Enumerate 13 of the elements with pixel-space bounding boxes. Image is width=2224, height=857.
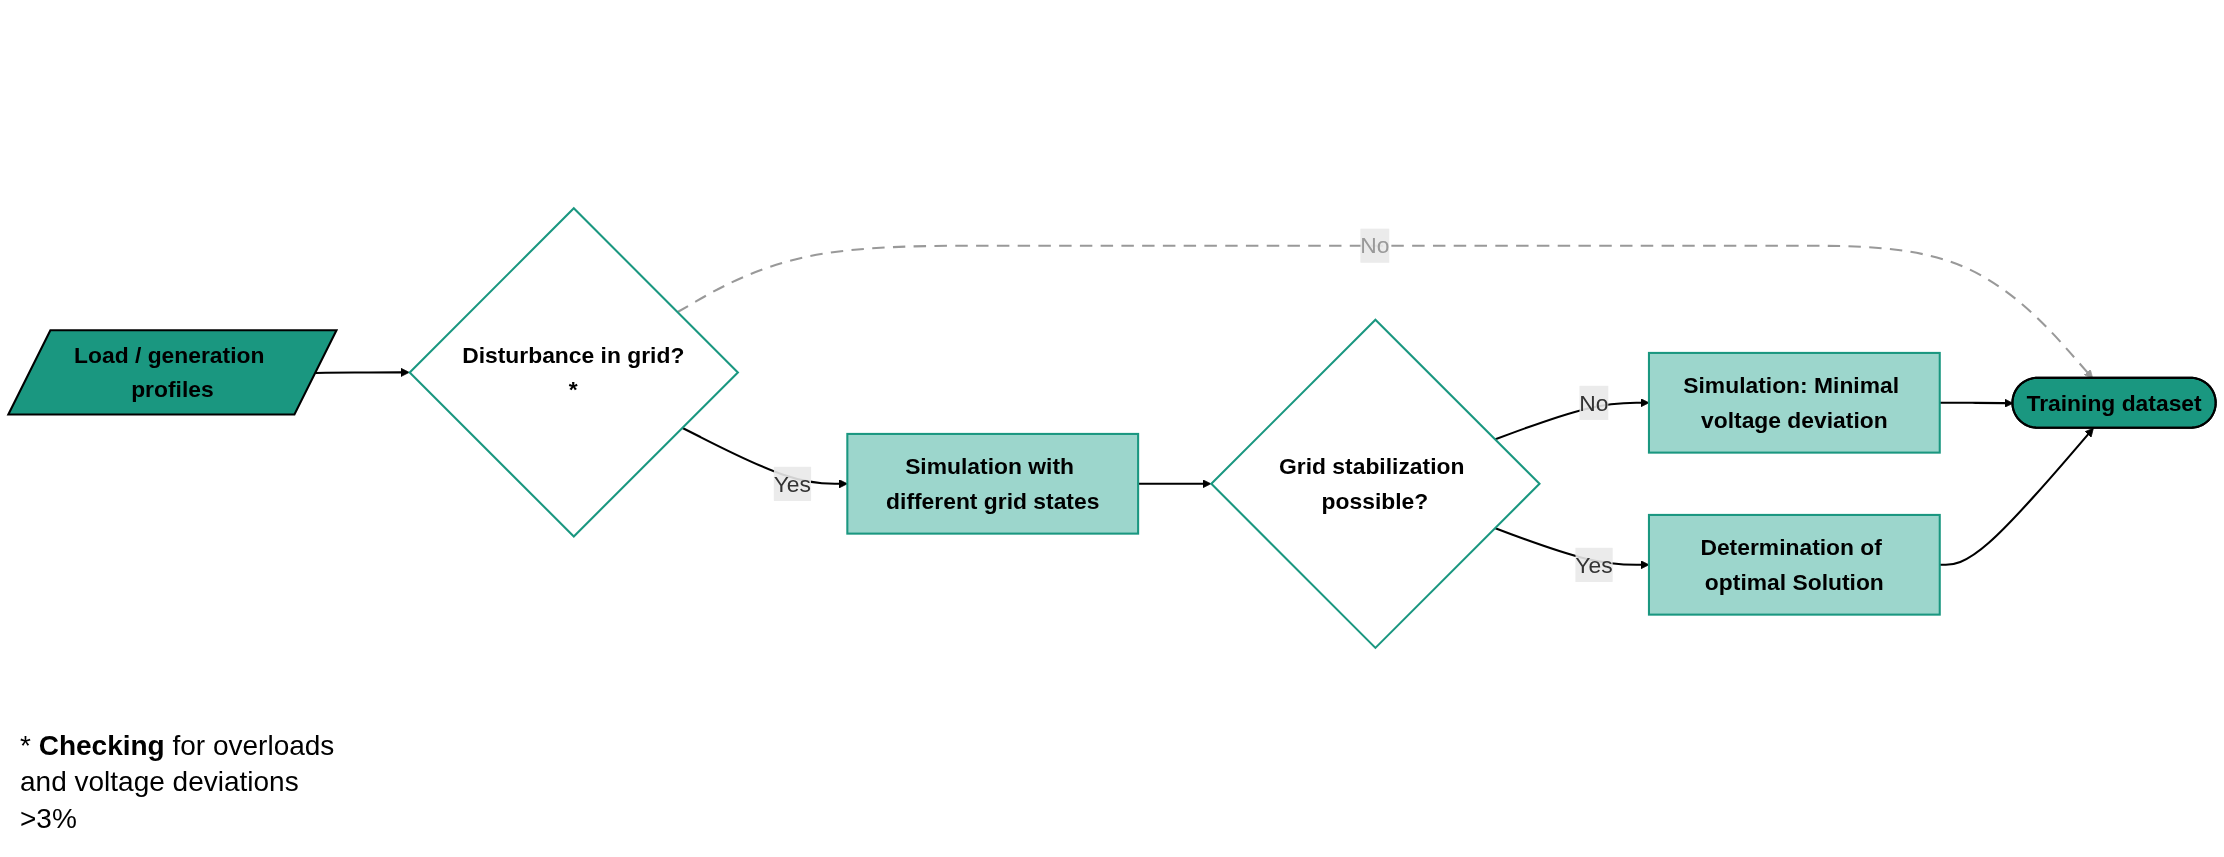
edge-label: No [1579,390,1609,417]
node-diamond: Grid stabilization possible? [1209,318,1541,650]
node-diamond: Disturbance in grid?* [408,207,740,539]
arrow [1939,428,2094,567]
node-box: Determination of optimal Solution [1647,514,1941,617]
node-box: Simulation with different grid states [846,433,1140,536]
arrow [315,368,410,378]
edge-label: Yes [1575,552,1613,579]
arrow [1138,479,1212,489]
edge-label: Yes [773,471,811,498]
node-box: Simulation: Minimal voltage deviation [1647,352,1941,455]
footnote: *Checking for overloads and voltage deviations >3% [20,728,336,836]
edge-label: No [1360,233,1390,260]
